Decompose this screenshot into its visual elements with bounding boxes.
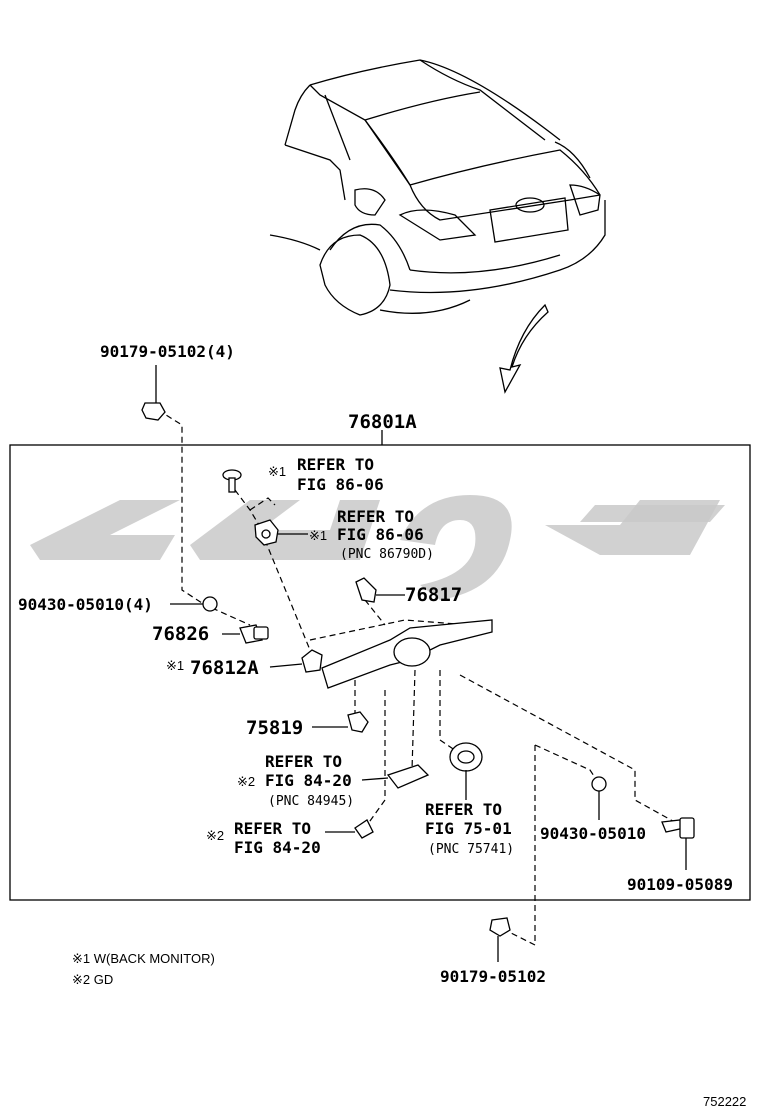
part-screw-ref1 bbox=[222, 469, 242, 493]
label-ref3-line3: (PNC 84945) bbox=[268, 794, 354, 809]
label-ref1-line2: FIG 86-06 bbox=[297, 475, 384, 494]
label-clip-76817: 76817 bbox=[405, 584, 462, 606]
label-clip-75819: 75819 bbox=[246, 717, 303, 739]
label-ref2-line3: (PNC 86790D) bbox=[340, 547, 434, 562]
part-lamp-ref3 bbox=[361, 764, 430, 789]
footnote-1: ※1 W(BACK MONITOR) bbox=[72, 951, 215, 966]
direction-arrow bbox=[499, 303, 549, 394]
mark-bracket: ※1 bbox=[166, 658, 184, 673]
mark-ref3: ※2 bbox=[237, 774, 255, 789]
label-screw-right: 90109-05089 bbox=[627, 875, 733, 894]
label-ref1-line1: REFER TO bbox=[297, 455, 374, 474]
part-screw-right bbox=[661, 817, 695, 870]
label-assembly: 76801A bbox=[348, 411, 417, 433]
part-bracket-76812a bbox=[269, 649, 323, 673]
label-ref2-line2: FIG 86-06 bbox=[337, 525, 424, 544]
part-nut-left bbox=[170, 596, 218, 612]
label-ref4-line2: FIG 84-20 bbox=[234, 838, 321, 857]
part-bulb-ref4 bbox=[325, 819, 374, 839]
mark-ref1: ※1 bbox=[268, 464, 286, 479]
part-clip-75819 bbox=[312, 711, 369, 733]
part-screw-76826 bbox=[222, 624, 269, 644]
label-ref2-line1: REFER TO bbox=[337, 507, 414, 526]
label-ref3-line1: REFER TO bbox=[265, 752, 342, 771]
part-camera-ref2 bbox=[254, 519, 308, 546]
label-bolt-bottom: 90179-05102 bbox=[440, 967, 546, 986]
label-nut-left: 90430-05010(4) bbox=[18, 595, 153, 614]
mark-ref2: ※1 bbox=[309, 528, 327, 543]
part-nut-right bbox=[591, 776, 607, 820]
footnote-2: ※2 GD bbox=[72, 972, 113, 987]
label-nut-right: 90430-05010 bbox=[540, 824, 646, 843]
mark-ref4: ※2 bbox=[206, 828, 224, 843]
label-screw-76826: 76826 bbox=[152, 623, 209, 645]
diagram-code: 752222 bbox=[703, 1094, 746, 1109]
label-ref5-line1: REFER TO bbox=[425, 800, 502, 819]
label-bracket-76812a: 76812A bbox=[190, 657, 259, 679]
part-bolt-top-left bbox=[141, 365, 166, 421]
label-ref5-line3: (PNC 75741) bbox=[428, 842, 514, 857]
label-ref3-line2: FIG 84-20 bbox=[265, 771, 352, 790]
part-garnish-76801a bbox=[321, 619, 493, 689]
watermark-logo bbox=[30, 495, 725, 600]
part-clip-76817 bbox=[355, 577, 405, 603]
part-bolt-bottom bbox=[489, 917, 511, 962]
label-ref4-line1: REFER TO bbox=[234, 819, 311, 838]
assembly-frame bbox=[9, 444, 751, 901]
label-bolt-top-left: 90179-05102(4) bbox=[100, 342, 235, 361]
label-ref5-line2: FIG 75-01 bbox=[425, 819, 512, 838]
car-rear-illustration bbox=[269, 59, 606, 316]
leader-lines bbox=[157, 409, 681, 946]
part-emblem-ref5 bbox=[449, 742, 483, 800]
